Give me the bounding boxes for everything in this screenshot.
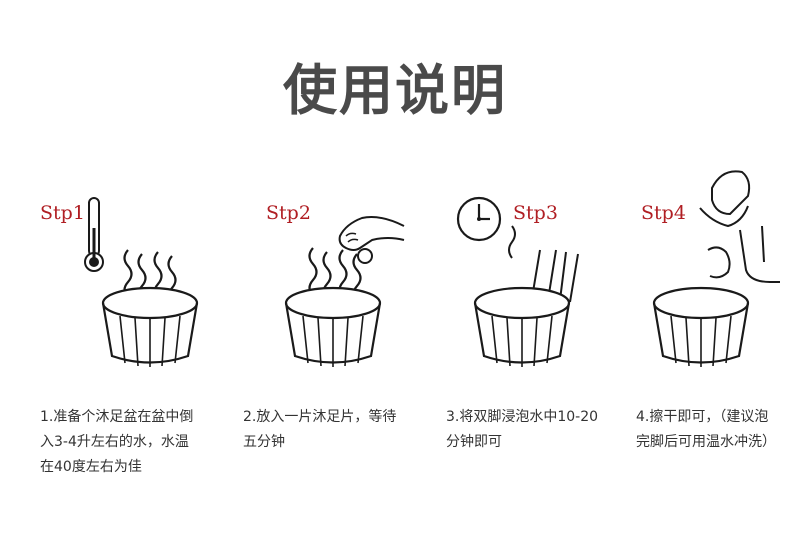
step-3-line-2: 分钟即可 bbox=[446, 434, 502, 450]
step-2-line-1: 2.放入一片沐足片，等待 bbox=[243, 409, 397, 425]
step-4-line-1: 4.擦干即可，（建议泡 bbox=[636, 409, 769, 425]
clock-icon bbox=[456, 196, 502, 242]
step-1-line-1: 1.准备个沐足盆在盆中倒 bbox=[40, 409, 194, 425]
step-4-label: Stp4 bbox=[641, 202, 686, 224]
thermometer-icon bbox=[84, 197, 104, 272]
step-3-label: Stp3 bbox=[513, 202, 558, 224]
step-1-label: Stp1 bbox=[40, 202, 85, 224]
step-2-description: 2.放入一片沐足片，等待 五分钟 bbox=[243, 405, 433, 455]
step-1-line-2: 入3-4升左右的水，水温 bbox=[40, 434, 189, 450]
towel-wiping-foot-icon bbox=[699, 170, 780, 283]
foot-basin-icon bbox=[101, 286, 199, 369]
foot-basin-icon bbox=[652, 286, 750, 369]
foot-basin-icon bbox=[473, 286, 571, 369]
step-1-line-3: 在40度左右为佳 bbox=[40, 459, 142, 475]
step-3-description: 3.将双脚浸泡水中10-20 分钟即可 bbox=[446, 405, 626, 455]
page-title: 使用说明 bbox=[283, 59, 507, 122]
step-1-description: 1.准备个沐足盆在盆中倒 入3-4升左右的水，水温 在40度左右为佳 bbox=[40, 405, 230, 480]
step-4-description: 4.擦干即可，（建议泡 完脚后可用温水冲洗） bbox=[636, 405, 790, 455]
step-2-line-2: 五分钟 bbox=[243, 434, 285, 450]
instruction-illustrations bbox=[84, 170, 780, 369]
step-4-line-2: 完脚后可用温水冲洗） bbox=[636, 434, 776, 450]
step-3-line-1: 3.将双脚浸泡水中10-20 bbox=[446, 409, 599, 425]
hand-dropping-tablet-icon bbox=[338, 216, 405, 264]
foot-basin-icon bbox=[284, 286, 382, 369]
step-2-label: Stp2 bbox=[266, 202, 311, 224]
